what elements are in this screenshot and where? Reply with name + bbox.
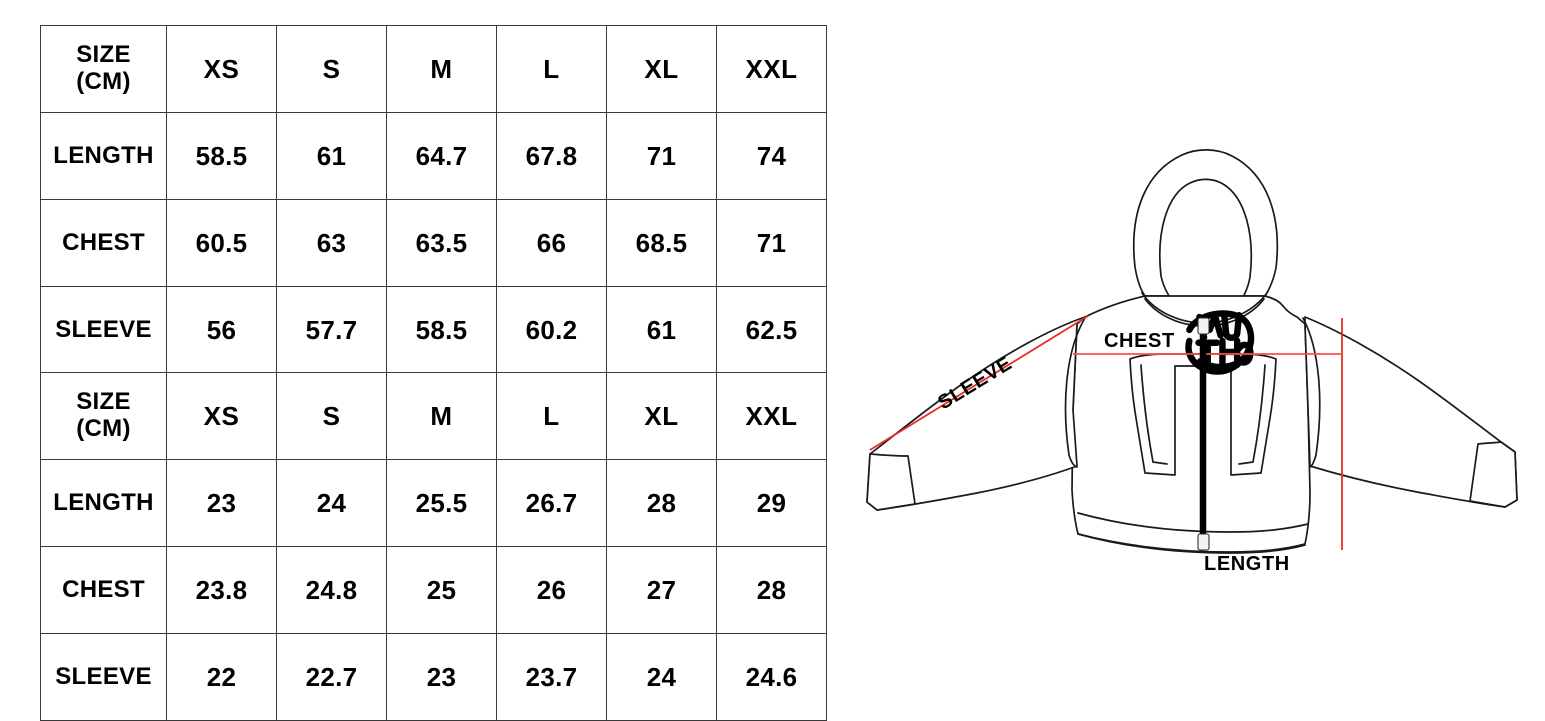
table-row: CHEST 23.8 24.8 25 26 27 28 xyxy=(40,546,827,634)
hem-band-top xyxy=(1077,512,1309,533)
cell-sleeve-xl: 24 xyxy=(606,633,717,721)
cell-length-xxl: 29 xyxy=(716,459,827,547)
table-header-row: SIZE (CM) XS S M L XL XXL xyxy=(40,25,827,113)
cell-chest-xs: 60.5 xyxy=(166,199,277,287)
table-row: CHEST 60.5 63 63.5 66 68.5 71 xyxy=(40,199,827,287)
hem-band-bottom xyxy=(1077,533,1306,554)
cell-chest-xxl: 71 xyxy=(716,199,827,287)
cell-chest-xl: 27 xyxy=(606,546,717,634)
pocket-opening-left xyxy=(1140,364,1168,465)
cell-chest-xs: 23.8 xyxy=(166,546,277,634)
cell-sleeve-l: 60.2 xyxy=(496,286,607,374)
header-size-line2: (CM) xyxy=(76,415,131,442)
cell-length-xs: 58.5 xyxy=(166,112,277,200)
cell-sleeve-xs: 56 xyxy=(166,286,277,374)
header-size-unit-cell: SIZE (CM) xyxy=(40,372,167,460)
cell-length-m: 64.7 xyxy=(386,112,497,200)
cell-length-s: 61 xyxy=(276,112,387,200)
header-size-m: M xyxy=(386,372,497,460)
header-size-s: S xyxy=(276,25,387,113)
zipper-pull-top[interactable] xyxy=(1197,317,1210,335)
header-size-xl: XL xyxy=(606,372,717,460)
cell-length-xs: 23 xyxy=(166,459,277,547)
right-cuff xyxy=(1469,441,1518,508)
left-sleeve-seam xyxy=(1064,317,1086,468)
header-size-l: L xyxy=(496,25,607,113)
cell-length-xl: 28 xyxy=(606,459,717,547)
cell-length-s: 24 xyxy=(276,459,387,547)
row-label-sleeve: SLEEVE xyxy=(40,286,167,374)
cell-sleeve-m: 58.5 xyxy=(386,286,497,374)
table-row: LENGTH 23 24 25.5 26.7 28 29 xyxy=(40,459,827,547)
header-size-xxl: XXL xyxy=(716,25,827,113)
chest-measure-label: CHEST xyxy=(1104,330,1175,352)
header-size-line2: (CM) xyxy=(76,68,131,95)
cell-sleeve-xxl: 62.5 xyxy=(716,286,827,374)
pocket-opening-right xyxy=(1238,364,1266,465)
cell-sleeve-s: 22.7 xyxy=(276,633,387,721)
table-header-row: SIZE (CM) XS S M L XL XXL xyxy=(40,372,827,460)
cell-chest-xl: 68.5 xyxy=(606,199,717,287)
size-chart-table-secondary: SIZE (CM) XS S M L XL XXL LENGTH 23 24 2… xyxy=(40,372,827,721)
row-label-chest: CHEST xyxy=(40,199,167,287)
cell-sleeve-m: 23 xyxy=(386,633,497,721)
cell-chest-l: 26 xyxy=(496,546,607,634)
length-measure-label: LENGTH xyxy=(1204,553,1290,570)
header-size-line1: SIZE xyxy=(76,41,131,69)
table-row: LENGTH 58.5 61 64.7 67.8 71 74 xyxy=(40,112,827,200)
header-size-xs: XS xyxy=(166,25,277,113)
cell-sleeve-xs: 22 xyxy=(166,633,277,721)
table-row: SLEEVE 56 57.7 58.5 60.2 61 62.5 xyxy=(40,286,827,374)
row-label-length: LENGTH xyxy=(40,459,167,547)
header-size-unit-cell: SIZE (CM) xyxy=(40,25,167,113)
cell-chest-m: 25 xyxy=(386,546,497,634)
cell-chest-m: 63.5 xyxy=(386,199,497,287)
hoodie-technical-illustration: SLEEVE CHEST LENGTH xyxy=(845,110,1545,570)
header-size-l: L xyxy=(496,372,607,460)
cell-sleeve-xxl: 24.6 xyxy=(716,633,827,721)
table-row: SLEEVE 22 22.7 23 23.7 24 24.6 xyxy=(40,633,827,721)
header-size-xs: XS xyxy=(166,372,277,460)
header-size-line1: SIZE xyxy=(76,388,131,416)
cell-length-l: 26.7 xyxy=(496,459,607,547)
cell-chest-s: 24.8 xyxy=(276,546,387,634)
cell-sleeve-s: 57.7 xyxy=(276,286,387,374)
left-cuff xyxy=(866,453,916,511)
cell-sleeve-l: 23.7 xyxy=(496,633,607,721)
row-label-length: LENGTH xyxy=(40,112,167,200)
row-label-chest: CHEST xyxy=(40,546,167,634)
size-chart-table-cm: SIZE (CM) XS S M L XL XXL LENGTH 58.5 61… xyxy=(40,25,827,374)
cell-length-m: 25.5 xyxy=(386,459,497,547)
header-size-xl: XL xyxy=(606,25,717,113)
cell-length-xxl: 74 xyxy=(716,112,827,200)
header-size-s: S xyxy=(276,372,387,460)
zipper-pull-bottom[interactable] xyxy=(1197,533,1210,551)
row-label-sleeve: SLEEVE xyxy=(40,633,167,721)
cell-chest-s: 63 xyxy=(276,199,387,287)
cell-chest-l: 66 xyxy=(496,199,607,287)
header-size-xxl: XXL xyxy=(716,372,827,460)
right-sleeve-seam xyxy=(1302,317,1321,468)
sleeve-guide-line xyxy=(869,315,1089,451)
cell-sleeve-xl: 61 xyxy=(606,286,717,374)
cell-chest-xxl: 28 xyxy=(716,546,827,634)
header-size-m: M xyxy=(386,25,497,113)
cell-length-l: 67.8 xyxy=(496,112,607,200)
cell-length-xl: 71 xyxy=(606,112,717,200)
